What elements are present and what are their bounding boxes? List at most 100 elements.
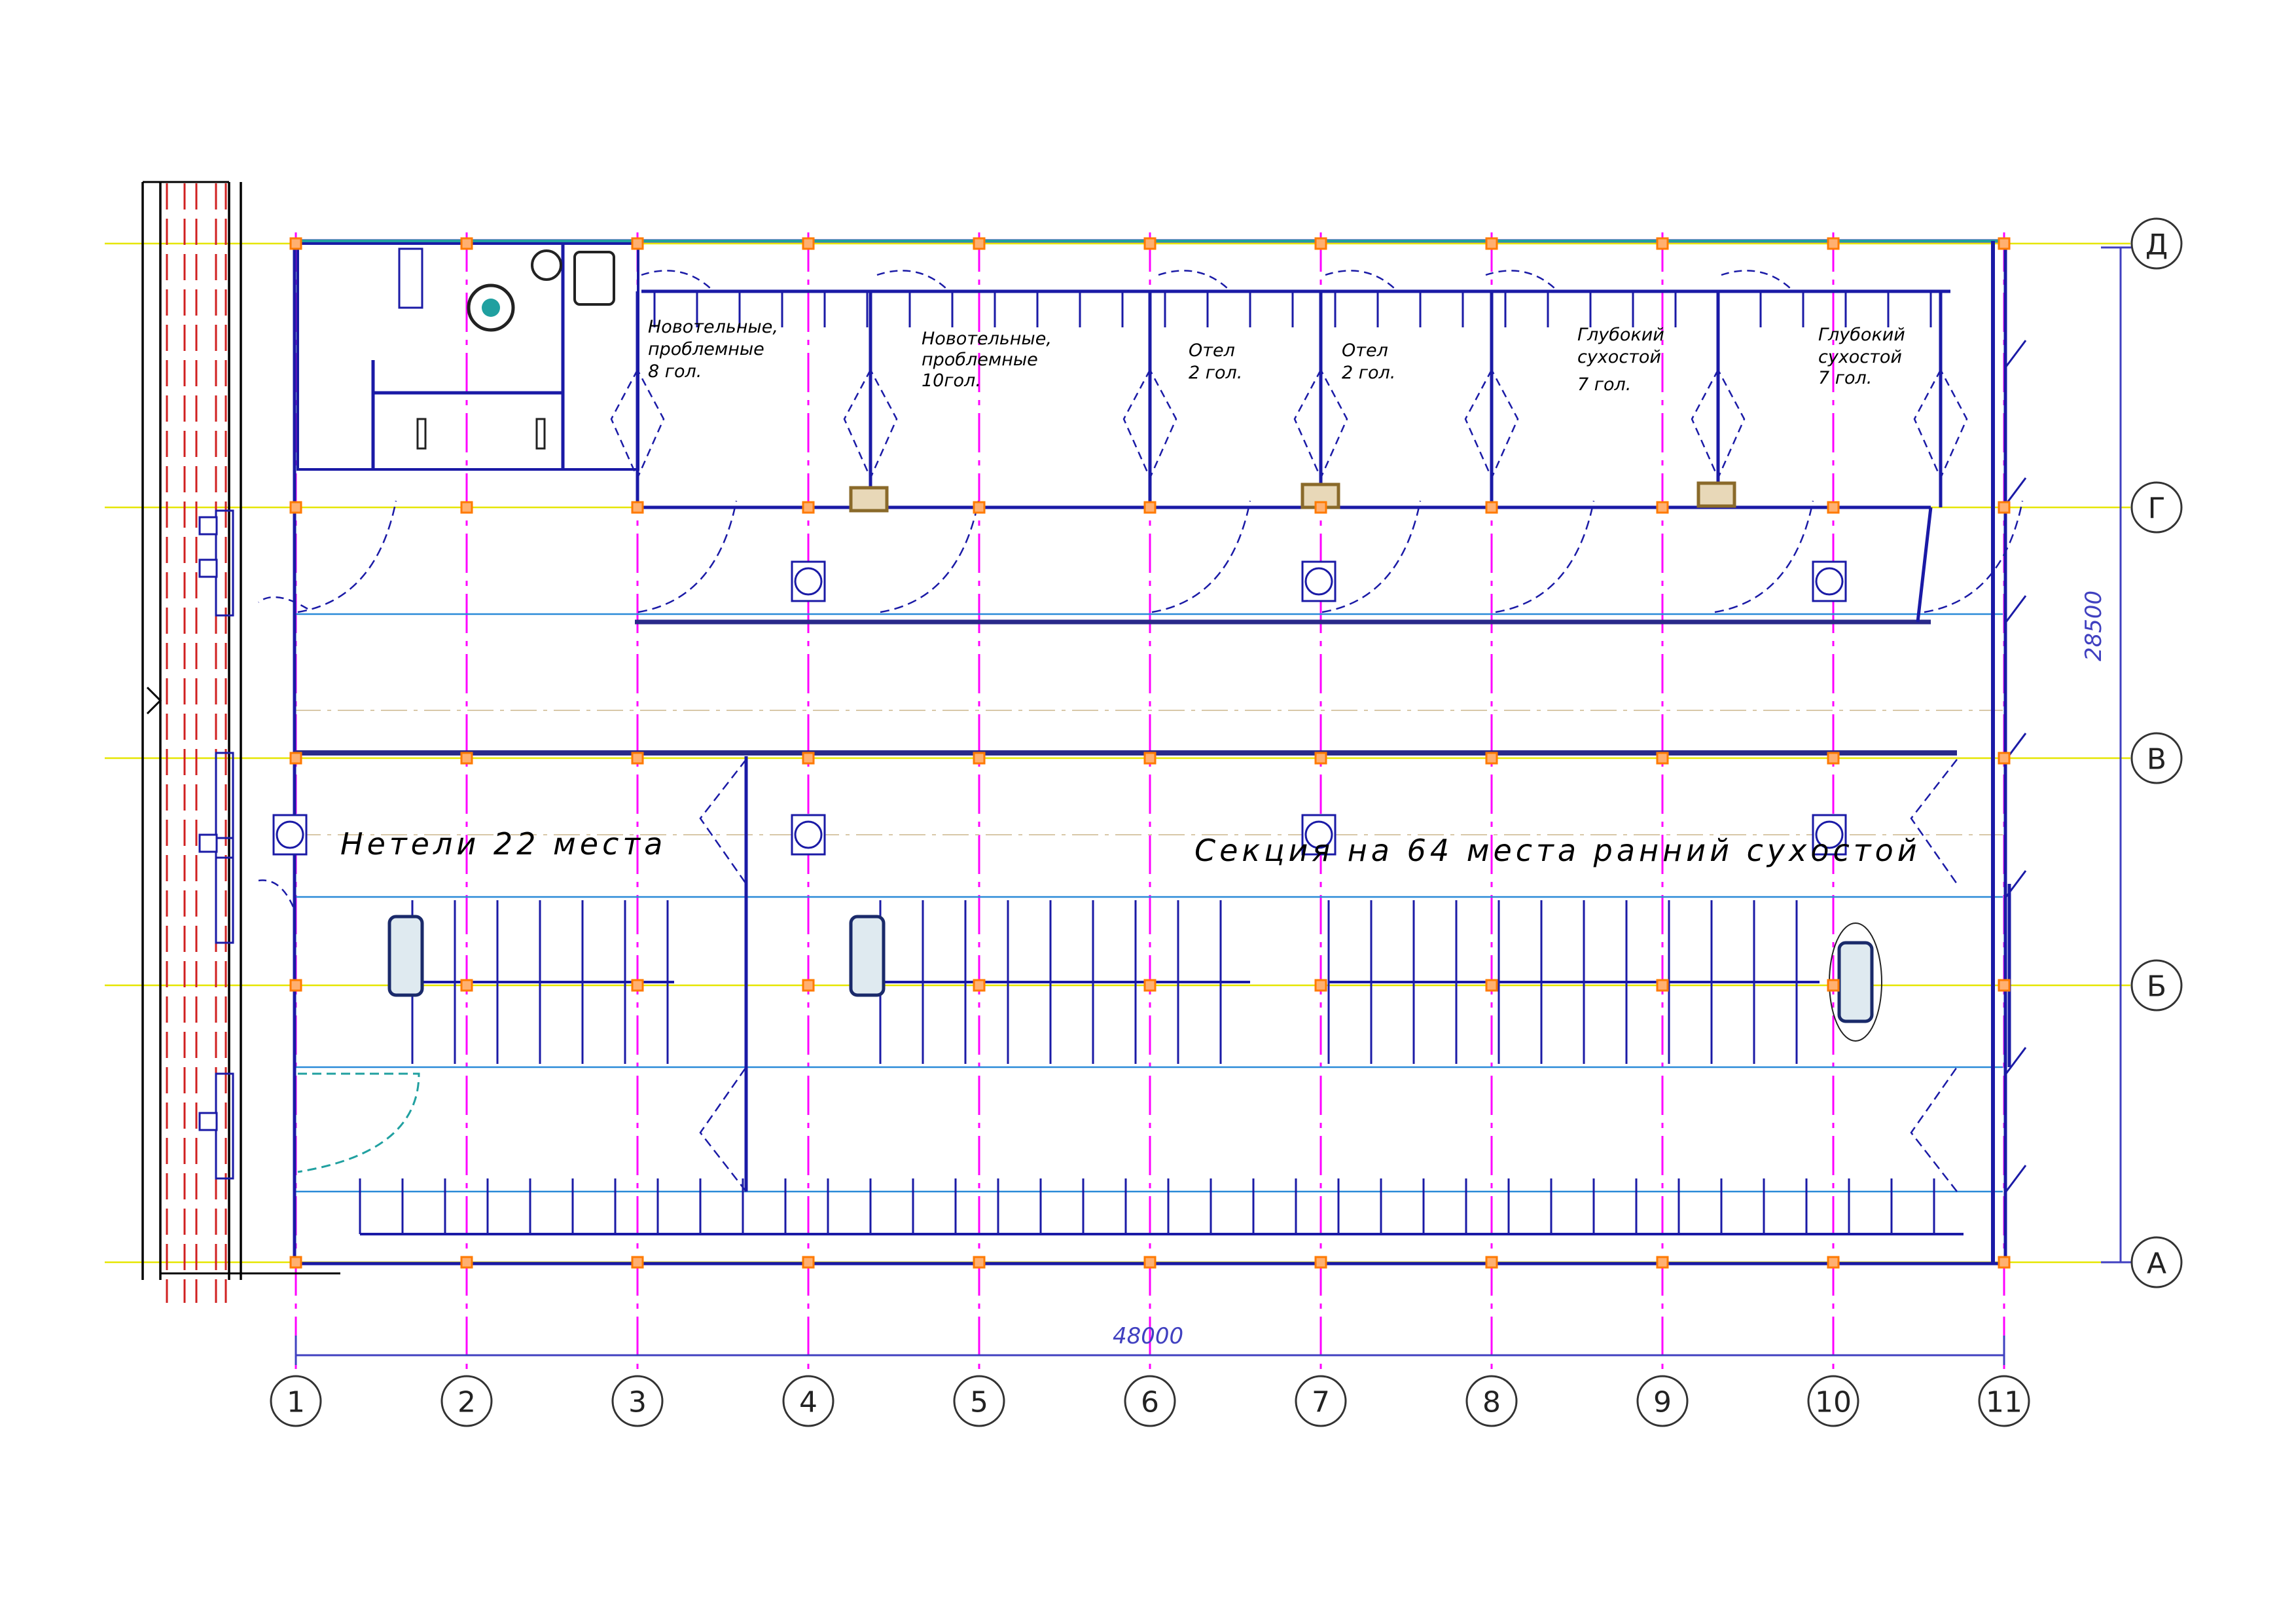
left-door-arcs bbox=[258, 596, 308, 911]
column-marker bbox=[460, 237, 473, 250]
building-structure bbox=[141, 181, 2027, 1280]
lower-gate-1 bbox=[699, 1067, 747, 1192]
svg-text:10: 10 bbox=[1815, 1386, 1852, 1419]
column-marker bbox=[1656, 979, 1669, 992]
door-arc-4 bbox=[1495, 500, 1595, 613]
right-door-5 bbox=[2005, 1047, 2027, 1074]
axis-bubble-10: 10 bbox=[1807, 1375, 1859, 1427]
door-arc-6 bbox=[1924, 500, 2024, 613]
right-door-0 bbox=[2005, 340, 2027, 367]
fan-icon-0 bbox=[794, 567, 823, 596]
pen-arc-4 bbox=[1485, 270, 1555, 289]
column-marker bbox=[460, 1256, 473, 1269]
svg-text:Б: Б bbox=[2147, 970, 2166, 1004]
column-marker bbox=[1143, 237, 1157, 250]
left-window-0 bbox=[215, 509, 234, 617]
column-marker bbox=[631, 752, 644, 765]
pen-gate-2 bbox=[1122, 368, 1177, 481]
axis-bubble-4: 4 bbox=[782, 1375, 834, 1427]
pump-icon bbox=[531, 249, 562, 281]
column-marker bbox=[1998, 979, 2011, 992]
axis-bubble-D: Д bbox=[2130, 217, 2183, 270]
column-marker bbox=[1314, 501, 1327, 514]
pen3-label-line1: Отел bbox=[1189, 340, 1235, 361]
axis-bubble-A: А bbox=[2130, 1236, 2183, 1288]
left-device-1 bbox=[198, 558, 218, 578]
pen-gate-4 bbox=[1464, 368, 1519, 481]
fan-icon-4 bbox=[794, 820, 823, 849]
pen-gate-3 bbox=[1293, 368, 1348, 481]
pen5-label-line3: 7 гол. bbox=[1577, 374, 1631, 395]
svg-text:Г: Г bbox=[2148, 492, 2166, 526]
column-marker bbox=[973, 237, 986, 250]
column-marker bbox=[1314, 1256, 1327, 1269]
door-arc-7 bbox=[297, 500, 397, 613]
pen-labels: Новотельные, проблемные 8 гол. Новотельн… bbox=[648, 317, 1905, 395]
length-dimension: 48000 bbox=[1113, 1323, 1183, 1349]
pen6-label-line1: Глубокий bbox=[1818, 325, 1905, 345]
svg-text:3: 3 bbox=[628, 1386, 647, 1419]
pen-arc-1 bbox=[876, 270, 946, 289]
door-arc-0 bbox=[637, 500, 738, 613]
column-marker bbox=[460, 979, 473, 992]
column-marker bbox=[631, 237, 644, 250]
rack-icon bbox=[398, 247, 423, 309]
fan-icon-3 bbox=[276, 820, 304, 849]
pen-gate-6 bbox=[1913, 368, 1968, 481]
column-marker bbox=[460, 501, 473, 514]
pen1-label-line3: 8 гол. bbox=[648, 361, 702, 382]
pen-arc-0 bbox=[641, 270, 711, 289]
pen1-label-line1: Новотельные, bbox=[648, 317, 778, 337]
lower-gate-0 bbox=[699, 759, 747, 884]
column-marker bbox=[1656, 501, 1669, 514]
row-axis-bubbles: Д Г В Б А bbox=[2130, 217, 2183, 1288]
column-marker bbox=[973, 752, 986, 765]
column-marker bbox=[1656, 1256, 1669, 1269]
column-marker bbox=[1314, 979, 1327, 992]
pen6-label-line2: сухостой bbox=[1818, 347, 1902, 367]
service-block bbox=[296, 242, 639, 471]
fan-icon-5 bbox=[1304, 820, 1333, 849]
column-marker bbox=[1998, 752, 2011, 765]
axis-bubble-5: 5 bbox=[953, 1375, 1005, 1427]
column-marker bbox=[973, 1256, 986, 1269]
pen-arc-5 bbox=[1721, 270, 1791, 289]
svg-text:8: 8 bbox=[1482, 1386, 1501, 1419]
milk-tank-icon bbox=[467, 283, 515, 332]
svg-text:6: 6 bbox=[1141, 1386, 1159, 1419]
right-door-2 bbox=[2005, 595, 2027, 623]
axis-bubble-9: 9 bbox=[1636, 1375, 1689, 1427]
svg-text:2: 2 bbox=[457, 1386, 476, 1419]
column-marker bbox=[1485, 979, 1498, 992]
svg-text:7: 7 bbox=[1312, 1386, 1330, 1419]
axis-bubble-B: Б bbox=[2130, 959, 2183, 1012]
axis-bubble-11: 11 bbox=[1978, 1375, 2030, 1427]
water-trough-1 bbox=[849, 915, 886, 997]
left-window-1 bbox=[215, 752, 234, 859]
column-marker bbox=[1827, 752, 1840, 765]
lower-gate-3 bbox=[1910, 1067, 1958, 1192]
axis-bubble-8: 8 bbox=[1465, 1375, 1518, 1427]
pen-gate-0 bbox=[610, 368, 665, 481]
pen5-label-line2: сухостой bbox=[1577, 347, 1661, 367]
pen-end-wall bbox=[1916, 507, 1933, 623]
svg-text:1: 1 bbox=[287, 1386, 305, 1419]
axis-bubble-2: 2 bbox=[440, 1375, 493, 1427]
fan-icon-1 bbox=[1304, 567, 1333, 596]
fixture-2 bbox=[535, 418, 546, 450]
column-marker bbox=[1998, 501, 2011, 514]
column-marker bbox=[1143, 979, 1157, 992]
column-marker bbox=[1485, 752, 1498, 765]
pen-gate-5 bbox=[1691, 368, 1746, 481]
column-marker bbox=[1143, 1256, 1157, 1269]
svg-text:5: 5 bbox=[970, 1386, 988, 1419]
column-marker bbox=[1656, 237, 1669, 250]
svg-text:Д: Д bbox=[2145, 228, 2168, 262]
door-arc-5 bbox=[1714, 500, 1814, 613]
svg-text:11: 11 bbox=[1986, 1386, 2022, 1419]
column-marker bbox=[289, 237, 302, 250]
left-device-3 bbox=[198, 1112, 218, 1131]
column-marker bbox=[289, 1256, 302, 1269]
column-marker bbox=[631, 1256, 644, 1269]
pen2-label-line2: проблемные bbox=[922, 350, 1038, 370]
